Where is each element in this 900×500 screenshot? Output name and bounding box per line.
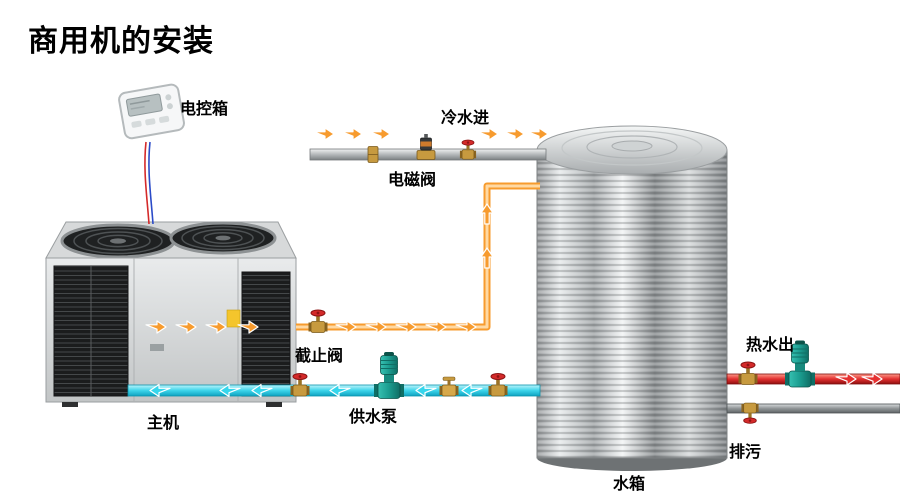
label-cold-water-in: 冷水进 — [441, 110, 490, 127]
control-wires — [144, 141, 154, 225]
fan-right-icon — [169, 221, 277, 255]
solenoid-valve-icon — [416, 133, 436, 160]
water-tank — [536, 125, 728, 471]
label-drain: 排污 — [729, 444, 762, 461]
air-grille-right — [241, 271, 291, 397]
control-box — [118, 83, 185, 140]
label-main-unit: 主机 — [147, 415, 180, 432]
cold-inlet-pipe — [309, 133, 547, 163]
supply-pump-icon — [373, 351, 405, 399]
label-stop-valve: 截止阀 — [295, 348, 344, 365]
page-title: 商用机的安装 — [28, 25, 214, 58]
heat-pump-unit — [45, 221, 297, 407]
label-solenoid-valve: 电磁阀 — [388, 172, 437, 189]
control-box-screen — [125, 93, 163, 117]
drain-pipe — [726, 402, 900, 424]
pipe-coupling-icon — [367, 146, 379, 163]
hot-outlet-pipe — [726, 340, 900, 388]
stop-valve-icon — [308, 309, 328, 333]
warning-sticker — [226, 309, 241, 328]
label-hot-water-out: 热水出 — [746, 337, 795, 354]
fan-left-icon — [60, 223, 176, 259]
label-control-box: 电控箱 — [180, 101, 229, 118]
brass-valve-icon — [439, 376, 459, 397]
label-water-tank: 水箱 — [613, 476, 646, 493]
hot-transfer-pipe — [296, 182, 540, 333]
hot-outlet-valve-icon — [738, 361, 758, 385]
label-supply-pump: 供水泵 — [349, 409, 398, 426]
